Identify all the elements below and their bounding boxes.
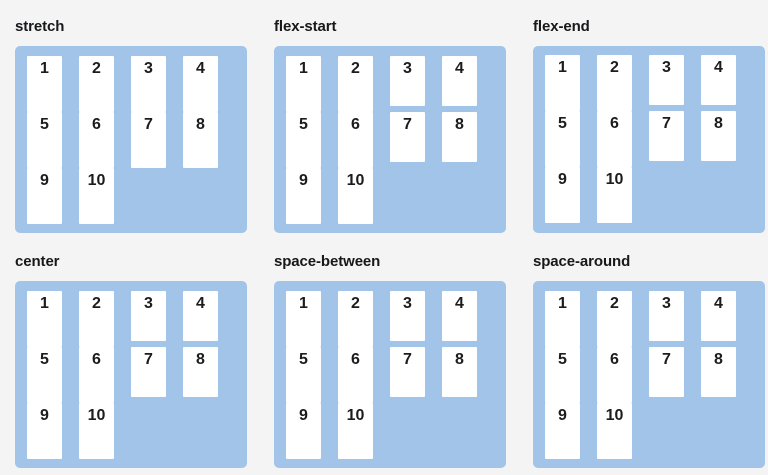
flex-item: 7 xyxy=(390,347,425,397)
flex-item: 4 xyxy=(442,291,477,341)
flex-item: 5 xyxy=(286,347,321,403)
flex-item: 2 xyxy=(597,291,632,347)
flex-item: 1 xyxy=(545,55,580,111)
flex-item: 10 xyxy=(597,167,632,223)
demo-title: space-around xyxy=(533,253,631,270)
flex-item: 8 xyxy=(701,111,736,161)
demo-title: center xyxy=(15,253,60,270)
flex-item: 7 xyxy=(131,346,166,397)
flex-item: 4 xyxy=(183,56,218,112)
flex-item: 9 xyxy=(286,168,321,224)
demo-title: flex-start xyxy=(274,18,337,35)
flex-item: 5 xyxy=(27,112,62,168)
flex-item: 1 xyxy=(545,291,580,347)
flex-item: 9 xyxy=(545,403,580,459)
flex-item: 6 xyxy=(79,346,114,403)
flex-item: 4 xyxy=(183,290,218,341)
demo-title: flex-end xyxy=(533,18,590,35)
flex-item: 3 xyxy=(390,56,425,106)
flex-item: 7 xyxy=(390,112,425,162)
flex-item: 10 xyxy=(79,402,114,459)
flex-item: 3 xyxy=(649,291,684,341)
flex-item: 2 xyxy=(79,290,114,347)
flex-item: 6 xyxy=(338,112,373,168)
flex-item: 3 xyxy=(131,290,166,341)
flex-item: 1 xyxy=(27,290,62,347)
flex-item: 2 xyxy=(79,56,114,112)
flex-item: 5 xyxy=(27,346,62,403)
flex-item: 8 xyxy=(701,347,736,397)
flex-item: 4 xyxy=(442,56,477,106)
flex-item: 3 xyxy=(390,291,425,341)
flex-item: 6 xyxy=(338,347,373,403)
flex-item: 9 xyxy=(286,403,321,459)
flex-item: 10 xyxy=(597,403,632,459)
flex-item: 3 xyxy=(131,56,166,112)
flex-item: 6 xyxy=(597,347,632,403)
flex-item: 6 xyxy=(597,111,632,167)
flex-item: 2 xyxy=(338,56,373,112)
flex-item: 2 xyxy=(338,291,373,347)
flex-item: 5 xyxy=(545,111,580,167)
flex-item: 5 xyxy=(545,347,580,403)
flex-item: 6 xyxy=(79,112,114,168)
flex-item: 10 xyxy=(338,168,373,224)
flex-item: 1 xyxy=(286,56,321,112)
flex-item: 10 xyxy=(79,168,114,224)
flex-item: 8 xyxy=(183,112,218,168)
demo-title: space-between xyxy=(274,253,381,270)
flex-item: 10 xyxy=(338,403,373,459)
flex-item: 1 xyxy=(27,56,62,112)
flex-item: 7 xyxy=(131,112,166,168)
flex-item: 2 xyxy=(597,55,632,111)
flex-item: 7 xyxy=(649,111,684,161)
demo-title: stretch xyxy=(15,18,65,35)
flex-item: 3 xyxy=(649,55,684,105)
flex-item: 8 xyxy=(183,346,218,397)
flex-item: 4 xyxy=(701,55,736,105)
flex-item: 1 xyxy=(286,291,321,347)
flex-item: 9 xyxy=(27,402,62,459)
flex-item: 8 xyxy=(442,112,477,162)
flex-item: 9 xyxy=(27,168,62,224)
flex-item: 4 xyxy=(701,291,736,341)
flex-item: 8 xyxy=(442,347,477,397)
flex-item: 7 xyxy=(649,347,684,397)
flex-item: 5 xyxy=(286,112,321,168)
flex-item: 9 xyxy=(545,167,580,223)
